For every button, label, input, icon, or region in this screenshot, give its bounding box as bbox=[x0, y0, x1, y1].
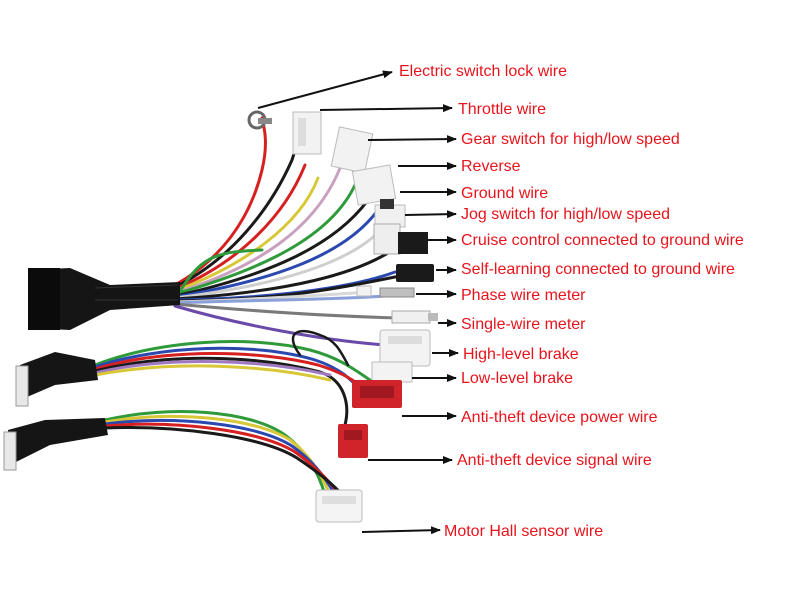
anti-theft-signal-connector bbox=[338, 424, 368, 458]
middle-connector-boot bbox=[15, 352, 98, 407]
hall-sensor-connector bbox=[315, 489, 363, 523]
label-reverse-wire: Reverse bbox=[461, 158, 521, 175]
self-learning-connector bbox=[396, 264, 434, 282]
label-single-wire-meter: Single-wire meter bbox=[461, 316, 586, 333]
reverse-connector bbox=[351, 164, 397, 206]
label-gear-switch-wire: Gear switch for high/low speed bbox=[461, 131, 680, 148]
single-meter-terminal bbox=[391, 310, 438, 324]
main-connector-boot bbox=[28, 268, 180, 330]
label-anti-theft-power-wire: Anti-theft device power wire bbox=[461, 409, 658, 426]
label-self-learning-wire: Self-learning connected to ground wire bbox=[461, 261, 735, 278]
harness-wires bbox=[173, 116, 407, 347]
label-ground-wire: Ground wire bbox=[461, 185, 549, 202]
label-high-level-brake: High-level brake bbox=[463, 346, 579, 363]
label-low-level-brake: Low-level brake bbox=[461, 370, 574, 387]
label-phase-wire-meter: Phase wire meter bbox=[461, 287, 586, 304]
label-cruise-control-wire: Cruise control connected to ground wire bbox=[461, 232, 744, 249]
ring-terminal bbox=[247, 110, 272, 130]
label-electric-switch-lock-wire: Electric switch lock wire bbox=[399, 63, 568, 80]
hall-sensor-wires bbox=[103, 410, 346, 499]
throttle-connector bbox=[292, 111, 322, 155]
cruise-control-connector bbox=[373, 223, 428, 255]
gear-switch-connector bbox=[330, 126, 374, 174]
phase-meter-terminal bbox=[356, 285, 415, 298]
callout-arrows bbox=[257, 70, 459, 535]
low-brake-connector bbox=[352, 361, 413, 408]
label-throttle-wire: Throttle wire bbox=[458, 101, 547, 118]
hall-connector-boot bbox=[3, 418, 108, 471]
middle-bundle-wires bbox=[93, 329, 372, 427]
label-motor-hall-sensor-wire: Motor Hall sensor wire bbox=[444, 523, 604, 540]
label-jog-switch-wire: Jog switch for high/low speed bbox=[461, 206, 670, 223]
label-anti-theft-signal-wire: Anti-theft device signal wire bbox=[457, 452, 652, 469]
high-brake-connector bbox=[379, 329, 431, 367]
jog-switch-connector bbox=[374, 199, 406, 228]
